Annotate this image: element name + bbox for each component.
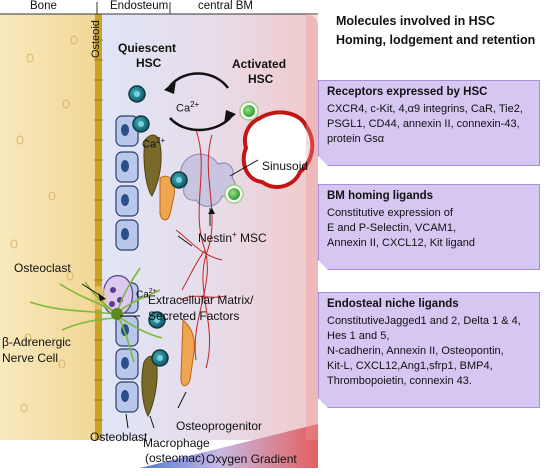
calcium-label-top: Ca2+ bbox=[176, 100, 200, 115]
osteoblast-label: Osteoblast bbox=[90, 430, 148, 444]
endosteal-line: N-cadherin, Annexin II, Osteopontin, bbox=[327, 345, 504, 357]
homing-ligands-box: BM homing ligands Constitutive expressio… bbox=[318, 184, 540, 270]
receptors-line: PSGL1, CD44, annexin II, connexin-43, bbox=[327, 118, 520, 130]
ecm-label-1: Extracellular Matrix/ bbox=[148, 293, 254, 307]
quiescent-hsc-label-1: Quiescent bbox=[118, 41, 177, 55]
osteoid-layer bbox=[95, 14, 102, 440]
osteoid-hatching bbox=[94, 39, 103, 421]
sinusoid-label: Sinusoid bbox=[262, 159, 309, 173]
endosteal-line: Kit-L, CXCL12,Ang1,sfrp1, BMP4, bbox=[327, 360, 493, 372]
oxygen-gradient-label: Oxygen Gradient bbox=[206, 452, 297, 466]
nestin-msc-label: Nestin+ MSC bbox=[198, 230, 267, 245]
bm-edge-tint bbox=[306, 14, 318, 440]
homing-line: Constitutive expression of bbox=[327, 207, 453, 219]
osteoclast-label: Osteoclast bbox=[14, 261, 71, 275]
adrenergic-nerve-cell bbox=[29, 267, 163, 363]
ecm-fibers bbox=[175, 129, 227, 369]
quiescent-hsc-label-2: HSC bbox=[136, 56, 162, 70]
title-line-1: Molecules involved in HSC bbox=[336, 14, 496, 28]
macrophage-label-2: (osteomac) bbox=[145, 451, 206, 465]
activated-hsc-cells bbox=[224, 101, 259, 204]
adrenergic-label-1: β-Adrenergic bbox=[2, 335, 71, 349]
hsc-cycle-arrowheads bbox=[164, 80, 236, 124]
receptors-line: CXCR4, c-Kit, 4,α9 integrins, CaR, Tie2, bbox=[327, 103, 523, 115]
endosteal-line: ConstitutiveJagged1 and 2, Delta 1 & 4, bbox=[327, 315, 521, 327]
calcium-label-mid: Ca2+ bbox=[142, 136, 166, 151]
activated-hsc-label-1: Activated bbox=[232, 57, 287, 71]
pointer-arrowheads bbox=[98, 208, 215, 301]
ecm-label-2: Secreted Factors bbox=[148, 309, 240, 323]
osteoprogenitors bbox=[159, 175, 195, 387]
osteoprogenitor-label: Osteoprogenitor bbox=[176, 419, 263, 433]
osteoid-label: Osteoid bbox=[90, 20, 102, 58]
macrophages bbox=[141, 134, 162, 418]
title-line-2: Homing, lodgement and retention bbox=[336, 33, 536, 47]
receptors-line: protein Gsα bbox=[327, 133, 385, 145]
nerve-cell-body bbox=[111, 308, 123, 320]
homing-line: Annexin II, CXCL12, Kit ligand bbox=[327, 237, 475, 249]
endosteal-ligands-box: Endosteal niche ligands ConstitutiveJagg… bbox=[318, 292, 540, 408]
oxygen-gradient-bar bbox=[140, 424, 318, 468]
adrenergic-label-2: Nerve Cell bbox=[2, 351, 59, 365]
page-title: Molecules involved in HSC Homing, lodgem… bbox=[336, 12, 535, 50]
quiescent-hsc-cells bbox=[128, 85, 188, 367]
homing-line: E and P-Selectin, VCAM1, bbox=[327, 222, 457, 234]
sinusoid bbox=[241, 110, 315, 189]
activated-hsc-label-2: HSC bbox=[248, 72, 274, 86]
endosteal-title: Endosteal niche ligands bbox=[327, 298, 459, 310]
bone-lacunae bbox=[10, 35, 78, 413]
header-dividers bbox=[0, 2, 318, 15]
macrophage-label-1: Macrophage bbox=[143, 436, 210, 450]
endosteal-line: Thrombopoietin, connexin 43. bbox=[327, 375, 472, 387]
calcium-label-low: Ca2+ bbox=[136, 288, 157, 301]
receptors-title: Receptors expressed by HSC bbox=[327, 86, 488, 98]
header-bone: Bone bbox=[30, 0, 57, 12]
homing-title: BM homing ligands bbox=[327, 190, 434, 202]
receptors-box: Receptors expressed by HSC CXCR4, c-Kit,… bbox=[318, 80, 540, 166]
header-central-bm: central BM bbox=[198, 0, 253, 12]
endosteal-line: Hes 1 and 5, bbox=[327, 330, 390, 342]
bone-region bbox=[0, 14, 97, 440]
header-endosteum: Endosteum bbox=[110, 0, 169, 12]
